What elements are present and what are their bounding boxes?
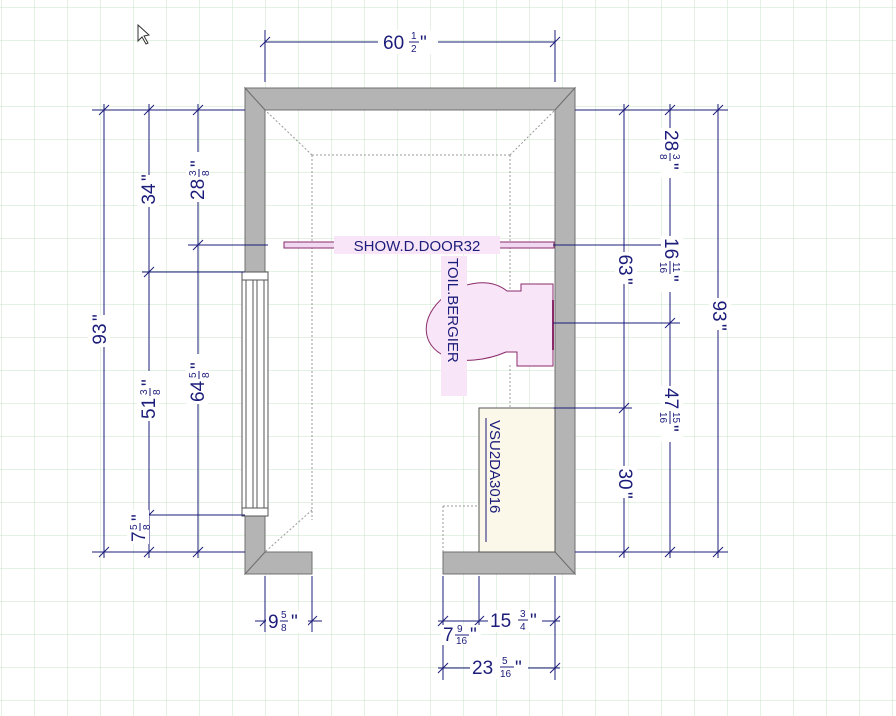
svg-text:4: 4 [520, 622, 526, 633]
svg-text:5: 5 [281, 610, 287, 621]
svg-text:93: 93 [708, 300, 729, 321]
svg-text:23: 23 [472, 658, 493, 679]
svg-text:": " [660, 275, 681, 282]
shower-door-label: SHOW.D.DOOR32 [354, 238, 481, 255]
svg-text:": " [530, 611, 537, 632]
dim-right-total: 93 " [708, 298, 731, 331]
svg-text:": " [188, 362, 209, 369]
svg-text:63: 63 [614, 254, 635, 275]
svg-text:16: 16 [660, 238, 681, 259]
svg-text:": " [139, 379, 160, 386]
svg-text:": " [291, 612, 298, 633]
dim-right-upper: 28 3 8 " [657, 128, 683, 178]
svg-text:5: 5 [502, 656, 508, 667]
svg-text:8: 8 [142, 524, 153, 530]
svg-text:34: 34 [139, 183, 160, 205]
svg-text:2: 2 [411, 44, 417, 55]
svg-text:28: 28 [660, 130, 681, 151]
svg-text:28: 28 [188, 179, 209, 200]
svg-text:60: 60 [383, 33, 404, 54]
dim-top-width: 60 1 2 " [378, 30, 438, 55]
svg-text:30: 30 [614, 468, 635, 489]
svg-text:": " [660, 163, 681, 170]
svg-text:16: 16 [500, 669, 512, 680]
toilet-label: TOIL.BERGIER [444, 258, 461, 363]
dim-right-30: 30 " [614, 466, 637, 499]
dim-bottom-a: 7 9 16 " [441, 624, 481, 647]
toilet[interactable]: TOIL.BERGIER [425, 256, 554, 396]
mouse-cursor-icon [137, 23, 151, 45]
svg-text:8: 8 [657, 154, 668, 160]
svg-text:51: 51 [139, 398, 160, 419]
dimension-labels: 60 1 2 " 93 " 34 " 51 3 8 " [88, 30, 731, 680]
dim-left-total: 93 " [88, 314, 111, 347]
dim-bottom-b: 15 3 4 " [488, 609, 542, 633]
svg-text:": " [614, 492, 635, 499]
svg-text:16: 16 [657, 412, 668, 424]
walls[interactable] [243, 86, 577, 576]
dim-right-mid: 16 11 16 " [657, 236, 683, 292]
svg-text:3: 3 [188, 170, 199, 176]
svg-text:": " [515, 658, 522, 679]
svg-text:15: 15 [490, 611, 511, 632]
vanity[interactable]: VSU2DA3016 [478, 407, 556, 553]
svg-text:47: 47 [660, 388, 681, 409]
svg-text:9: 9 [457, 624, 463, 635]
svg-text:8: 8 [201, 372, 212, 378]
svg-text:16: 16 [657, 262, 668, 274]
svg-text:64: 64 [188, 380, 209, 402]
wall-bottom-right [442, 551, 577, 575]
svg-text:3: 3 [139, 389, 150, 395]
svg-text:9: 9 [268, 612, 279, 633]
svg-text:8: 8 [281, 623, 287, 634]
svg-text:8: 8 [152, 389, 163, 395]
svg-text:": " [420, 33, 427, 54]
svg-text:3: 3 [520, 609, 526, 620]
svg-text:3: 3 [670, 154, 681, 160]
wall-top [243, 87, 577, 111]
wall-right [554, 86, 576, 576]
svg-text:7: 7 [129, 531, 150, 542]
dim-left-mid: 51 3 8 " [137, 371, 163, 421]
svg-text:": " [708, 324, 729, 331]
shower-door[interactable]: SHOW.D.DOOR32 [283, 236, 555, 255]
svg-text:": " [129, 514, 150, 521]
svg-text:": " [660, 425, 681, 432]
vanity-label: VSU2DA3016 [486, 420, 503, 513]
svg-text:": " [139, 174, 160, 181]
dim-right-63: 63 " [614, 252, 637, 285]
svg-text:": " [470, 625, 477, 646]
svg-text:": " [188, 160, 209, 167]
dim-right-lower: 47 15 16 " [657, 386, 683, 442]
svg-text:7: 7 [443, 625, 454, 646]
svg-text:5: 5 [188, 372, 199, 378]
svg-text:1: 1 [411, 31, 417, 42]
svg-text:16: 16 [456, 636, 468, 647]
dim-left-small: 7 5 8 " [127, 510, 153, 544]
svg-text:": " [614, 278, 635, 285]
dim-left2-upper: 28 3 8 " [186, 152, 212, 202]
svg-text:11: 11 [670, 262, 681, 273]
dim-bottom-left: 9 5 8 " [266, 610, 308, 634]
svg-text:": " [90, 314, 111, 321]
dim-left2-lower: 64 5 8 " [186, 354, 212, 404]
dim-left-upper: 34 " [137, 174, 160, 207]
svg-text:93: 93 [90, 323, 111, 344]
svg-text:15: 15 [670, 412, 681, 424]
window[interactable] [241, 271, 269, 517]
dashed-outline [264, 109, 556, 553]
svg-text:5: 5 [129, 524, 140, 530]
wall-left-upper [244, 86, 266, 273]
svg-text:8: 8 [201, 170, 212, 176]
dim-bottom-total: 23 5 16 " [470, 656, 528, 680]
